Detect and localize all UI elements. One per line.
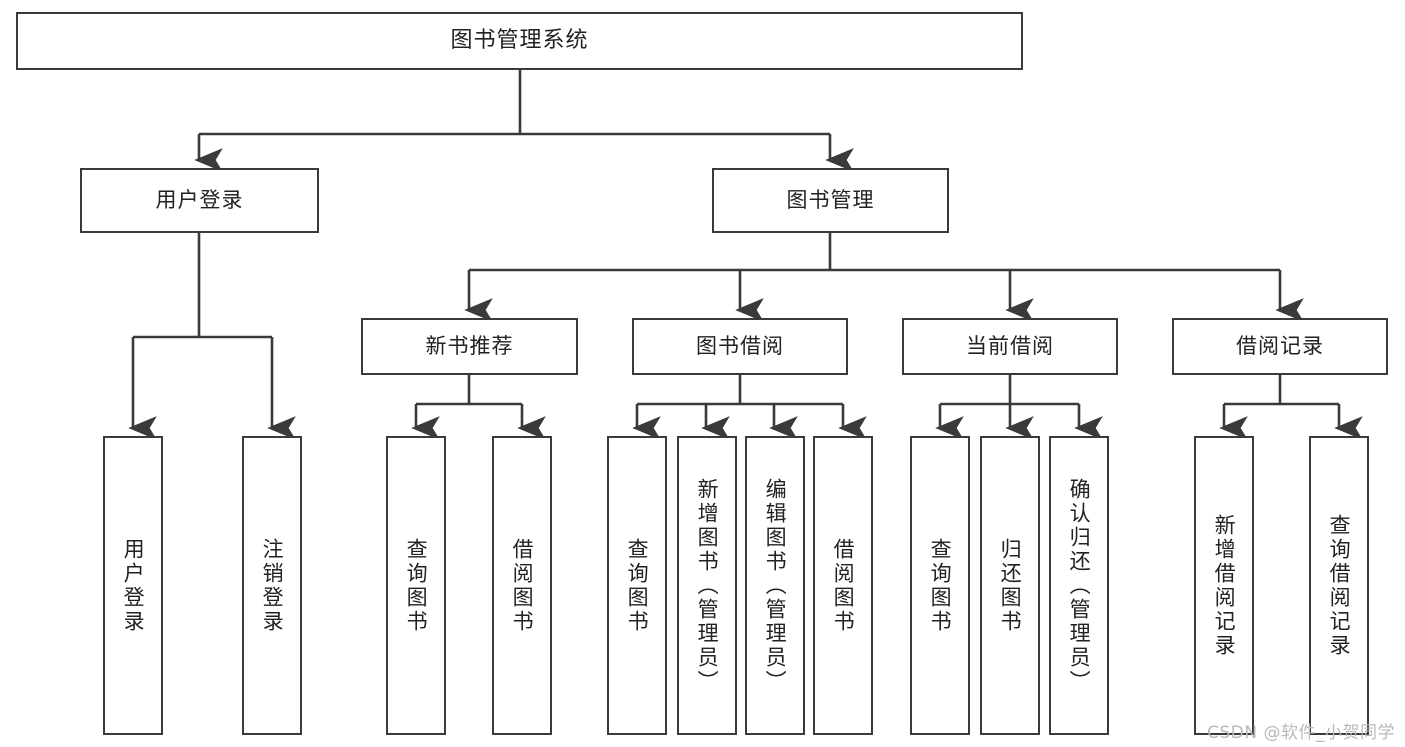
leaf-new-book-borrow[interactable]: 借阅图书 — [492, 436, 552, 735]
leaf-current-query-book[interactable]: 查询图书 — [910, 436, 970, 735]
node-label: 确认归还（管理员） — [1067, 477, 1092, 694]
leaf-record-add[interactable]: 新增借阅记录 — [1194, 436, 1254, 735]
leaf-borrow-add-book-admin[interactable]: 新增图书（管理员） — [677, 436, 737, 735]
leaf-user-login[interactable]: 用户登录 — [103, 436, 163, 735]
node-user-login[interactable]: 用户登录 — [80, 168, 319, 233]
node-new-book-recommend[interactable]: 新书推荐 — [361, 318, 578, 375]
node-book-borrow[interactable]: 图书借阅 — [632, 318, 848, 375]
node-label: 借阅记录 — [1236, 334, 1324, 359]
leaf-borrow-edit-book-admin[interactable]: 编辑图书（管理员） — [745, 436, 805, 735]
node-label: 新增借阅记录 — [1212, 513, 1237, 658]
node-label: 图书管理 — [786, 188, 875, 213]
node-label: 注销登录 — [260, 537, 285, 634]
leaf-record-query[interactable]: 查询借阅记录 — [1309, 436, 1369, 735]
node-label: 用户登录 — [121, 537, 146, 634]
node-label: 当前借阅 — [966, 334, 1054, 359]
node-label: 查询图书 — [625, 537, 650, 634]
node-label: 借阅图书 — [831, 537, 856, 634]
watermark-text: CSDN @软件_小贺同学 — [1207, 723, 1395, 743]
node-label: 图书管理系统 — [450, 28, 589, 54]
node-label: 用户登录 — [155, 188, 244, 213]
node-label: 图书借阅 — [696, 334, 784, 359]
node-label: 归还图书 — [998, 537, 1023, 634]
leaf-current-return-book[interactable]: 归还图书 — [980, 436, 1040, 735]
node-label: 新增图书（管理员） — [695, 477, 720, 694]
leaf-user-logout[interactable]: 注销登录 — [242, 436, 302, 735]
node-label: 查询图书 — [928, 537, 953, 634]
leaf-borrow-borrow-book[interactable]: 借阅图书 — [813, 436, 873, 735]
node-current-borrow[interactable]: 当前借阅 — [902, 318, 1118, 375]
leaf-current-confirm-return-admin[interactable]: 确认归还（管理员） — [1049, 436, 1109, 735]
node-root-system[interactable]: 图书管理系统 — [16, 12, 1023, 70]
node-label: 借阅图书 — [510, 537, 535, 634]
node-book-management[interactable]: 图书管理 — [712, 168, 949, 233]
node-label: 新书推荐 — [425, 334, 514, 359]
node-label: 查询借阅记录 — [1327, 513, 1352, 658]
leaf-new-book-query[interactable]: 查询图书 — [386, 436, 446, 735]
node-label: 编辑图书（管理员） — [763, 477, 788, 694]
node-label: 查询图书 — [404, 537, 429, 634]
leaf-borrow-query-book[interactable]: 查询图书 — [607, 436, 667, 735]
node-borrow-record[interactable]: 借阅记录 — [1172, 318, 1388, 375]
